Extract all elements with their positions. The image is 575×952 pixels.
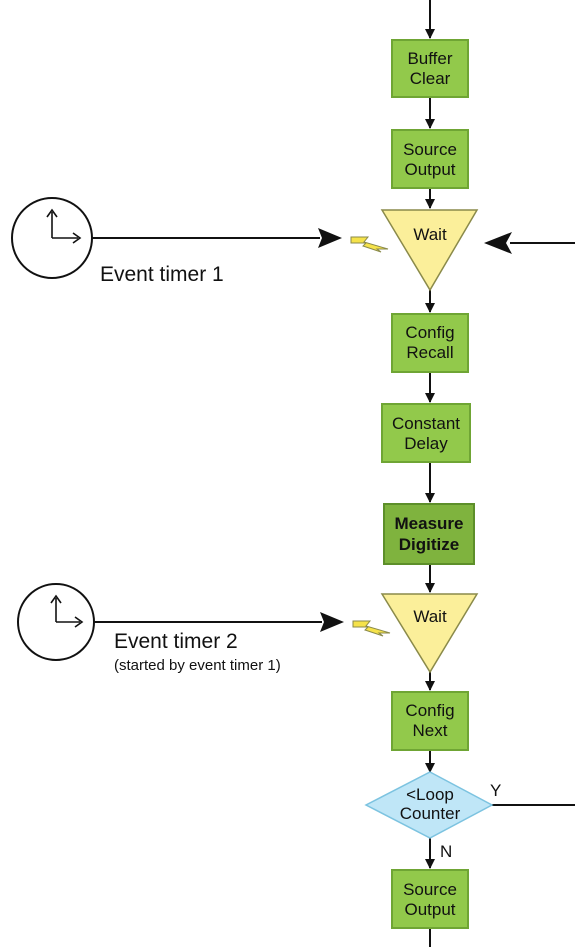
constant-delay-block: Constant Delay	[381, 403, 471, 463]
lightning-trigger-icon	[352, 620, 391, 637]
buffer-clear-block: Buffer Clear	[391, 39, 469, 98]
measure-digitize-label-2: Digitize	[399, 535, 459, 554]
event-timer-2-label: Event timer 2	[114, 630, 238, 653]
timer1-arrowhead	[318, 228, 342, 248]
config-recall-block: Config Recall	[391, 313, 469, 373]
wait-label-1: Wait	[413, 225, 447, 244]
loop-counter-label-2: Counter	[400, 804, 461, 823]
config-next-label-2: Next	[413, 721, 448, 740]
source-output-2-label-1: Source	[403, 880, 457, 899]
lightning-trigger-icon	[350, 236, 389, 253]
event-timer-1: Event timer 1	[11, 197, 389, 286]
source-output-block: Source Output	[391, 129, 469, 189]
wait-block-2: Wait	[380, 593, 479, 674]
config-recall-label-1: Config	[405, 323, 454, 342]
wait-block-1: Wait	[380, 209, 479, 292]
source-output-label-1: Source	[403, 140, 457, 159]
clock-icon	[11, 197, 93, 279]
event-timer-1-label: Event timer 1	[100, 263, 224, 286]
config-next-block: Config Next	[391, 691, 469, 751]
event-timer-2-note: (started by event timer 1)	[114, 657, 281, 674]
event-timer-2: Event timer 2 (started by event timer 1)	[17, 583, 391, 674]
measure-digitize-block: Measure Digitize	[383, 503, 475, 565]
branch-no-label: N	[440, 842, 452, 861]
config-recall-label-2: Recall	[406, 343, 453, 362]
source-output-label-2: Output	[404, 160, 455, 179]
source-output-2-label-2: Output	[404, 900, 455, 919]
wait-label-2: Wait	[413, 607, 447, 626]
buffer-clear-label-2: Clear	[410, 69, 451, 88]
loop-counter-label-1: <Loop	[406, 785, 454, 804]
constant-delay-label-2: Delay	[404, 434, 448, 453]
measure-digitize-label-1: Measure	[395, 514, 464, 533]
loop-counter-decision: <Loop Counter	[364, 771, 494, 839]
loop-return-arrowhead	[484, 232, 512, 254]
constant-delay-label-1: Constant	[392, 414, 460, 433]
branch-yes-label: Y	[490, 781, 501, 800]
source-output-block-2: Source Output	[391, 869, 469, 929]
config-next-label-1: Config	[405, 701, 454, 720]
clock-icon	[17, 583, 95, 661]
timer2-arrowhead	[320, 612, 344, 632]
buffer-clear-label-1: Buffer	[407, 49, 452, 68]
